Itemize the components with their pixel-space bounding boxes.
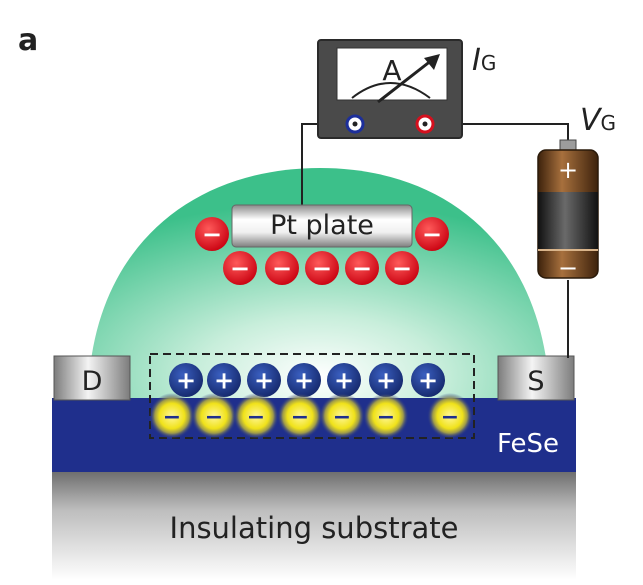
svg-text:−: − <box>247 405 265 430</box>
anion: − <box>195 217 229 251</box>
source-electrode <box>497 355 575 401</box>
svg-text:+: + <box>294 367 314 395</box>
svg-text:+: + <box>376 367 396 395</box>
svg-text:−: − <box>392 255 412 283</box>
svg-text:−: − <box>202 221 222 249</box>
cation: + <box>369 363 403 397</box>
cation: + <box>207 363 241 397</box>
anion: − <box>415 217 449 251</box>
anion: − <box>305 251 339 285</box>
anion: − <box>345 251 379 285</box>
cation: + <box>327 363 361 397</box>
svg-text:−: − <box>422 221 442 249</box>
insulating-substrate <box>52 472 576 580</box>
electron: − <box>149 393 195 439</box>
electron: − <box>363 393 409 439</box>
panel-label: a <box>18 23 38 58</box>
svg-text:+: + <box>214 367 234 395</box>
current-label: IG <box>472 43 496 78</box>
svg-text:−: − <box>377 405 395 430</box>
drain-label: D <box>82 366 103 397</box>
svg-text:−: − <box>312 255 332 283</box>
svg-text:+: + <box>334 367 354 395</box>
cation: + <box>411 363 445 397</box>
electron: − <box>319 393 365 439</box>
svg-text:−: − <box>352 255 372 283</box>
cation: + <box>169 363 203 397</box>
ammeter-needle-arrow-icon <box>424 54 440 70</box>
svg-text:−: − <box>291 405 309 430</box>
voltage-label: VG <box>580 103 616 138</box>
battery-negative-label: − <box>558 254 578 282</box>
svg-text:+: + <box>176 367 196 395</box>
electron-group: −−−−−−− <box>149 393 473 439</box>
svg-text:−: − <box>333 405 351 430</box>
anion-group: −−−−−−− <box>195 217 449 285</box>
electron: − <box>277 393 323 439</box>
double-layer-box <box>149 353 475 439</box>
ammeter-needle <box>377 58 433 104</box>
electron: − <box>191 393 237 439</box>
cation: + <box>247 363 281 397</box>
battery: + − <box>537 139 599 282</box>
pt-plate-label: Pt plate <box>270 210 374 241</box>
svg-text:+: + <box>254 367 274 395</box>
cation: + <box>287 363 321 397</box>
ammeter-symbol: A <box>382 54 401 87</box>
anion: − <box>265 251 299 285</box>
anion: − <box>223 251 257 285</box>
cation-group: + + + + + + + <box>169 363 445 397</box>
svg-text:+: + <box>418 367 438 395</box>
svg-text:−: − <box>272 255 292 283</box>
battery-positive-label: + <box>558 156 578 184</box>
ammeter-dial-arc <box>351 82 431 99</box>
substrate-label: Insulating substrate <box>170 511 459 545</box>
anion: − <box>385 251 419 285</box>
electron: − <box>233 393 279 439</box>
svg-text:−: − <box>163 405 181 430</box>
svg-text:−: − <box>205 405 223 430</box>
pt-plate <box>231 204 413 248</box>
svg-text:−: − <box>441 405 459 430</box>
source-label: S <box>527 366 544 397</box>
ammeter: A <box>317 39 463 139</box>
svg-text:−: − <box>230 255 250 283</box>
drain-electrode <box>53 355 131 401</box>
fese-label: FeSe <box>497 429 559 459</box>
electron: − <box>427 393 473 439</box>
